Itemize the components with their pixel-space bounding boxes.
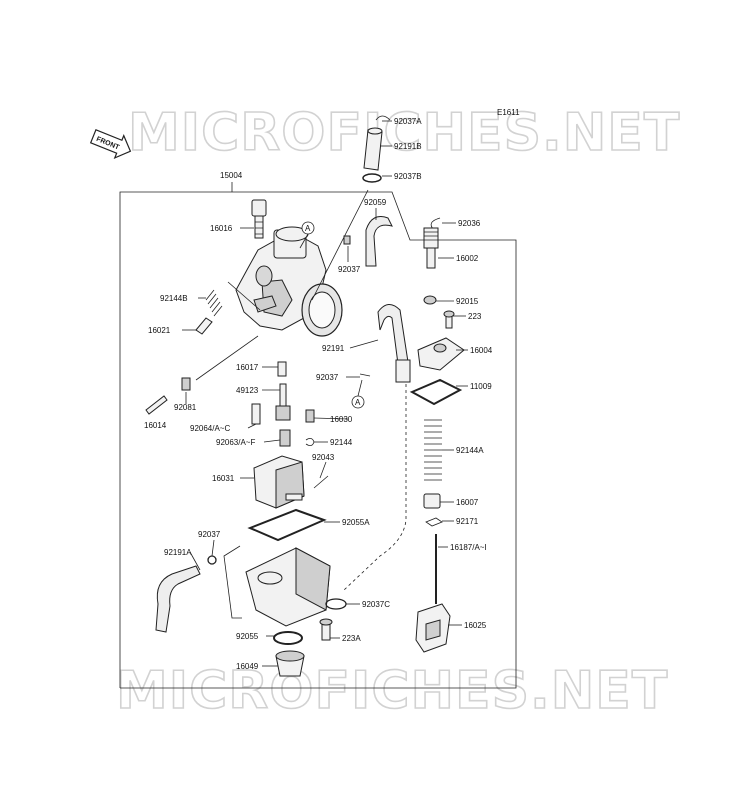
needle-jet-49123 (275, 383, 291, 421)
holder-16007 (423, 493, 441, 509)
label-92144a: 92144A (456, 446, 484, 455)
assembly-number: 15004 (220, 171, 243, 180)
label-92037-top: 92037 (338, 265, 361, 274)
gasket-92055a (247, 508, 327, 542)
hose-92059 (365, 216, 393, 267)
label-92015: 92015 (456, 297, 479, 306)
label-92191: 92191 (322, 344, 345, 353)
label-92055: 92055 (236, 632, 259, 641)
clip-92144 (305, 438, 315, 446)
label-16002: 16002 (456, 254, 479, 263)
spring-92144b (205, 289, 223, 317)
label-16025: 16025 (464, 621, 487, 630)
float-16031 (253, 455, 305, 509)
nut-92015 (423, 295, 437, 305)
pin-92043 (313, 475, 329, 489)
spring-92144a (424, 419, 442, 481)
jet-92063 (279, 429, 291, 447)
clip-92037b (362, 173, 382, 183)
label-92191a: 92191A (164, 548, 192, 557)
oring-92055 (273, 631, 303, 645)
hose-92191 (377, 304, 409, 365)
label-16049: 16049 (236, 662, 259, 671)
label-92144b: 92144B (160, 294, 188, 303)
label-92059: 92059 (364, 198, 387, 207)
watermark-top: MICROFICHES.NET (128, 103, 680, 163)
top-hose-92191b (363, 127, 383, 171)
label-92037-mid: 92037 (316, 373, 339, 382)
drain-plug-16049 (275, 650, 305, 677)
screw-16014 (145, 395, 168, 415)
hose-92191a (155, 565, 201, 633)
label-92055a: 92055A (342, 518, 370, 527)
needle-jet-16017 (277, 361, 287, 377)
idle-screw-16016 (251, 199, 267, 239)
gasket-11009 (409, 378, 463, 406)
clip-92037-mid (359, 373, 371, 377)
hose-fitting (395, 359, 411, 383)
label-92144: 92144 (330, 438, 353, 447)
clip-92037 (343, 235, 351, 245)
jet-92064 (251, 403, 261, 425)
front-arrow-icon: FRONT (89, 128, 132, 159)
label-16017: 16017 (236, 363, 259, 372)
assembly-bracket: 15004 (119, 171, 517, 689)
label-92043: 92043 (312, 453, 335, 462)
label-92037-left: 92037 (198, 530, 221, 539)
label-49123: 49123 (236, 386, 259, 395)
float-bowl (245, 547, 331, 627)
callout-a-upper-label: A (305, 224, 311, 233)
label-16014: 16014 (144, 421, 167, 430)
label-223: 223 (468, 312, 482, 321)
watermark-bottom: MICROFICHES.NET (116, 661, 668, 721)
clip-92037-left (207, 555, 217, 565)
throttle-valve-16025 (415, 603, 451, 653)
label-92063: 92063/A~F (216, 438, 255, 447)
jet-16030 (305, 409, 315, 423)
label-223a: 223A (342, 634, 361, 643)
label-16031: 16031 (212, 474, 235, 483)
label-16021: 16021 (148, 326, 171, 335)
screw-223a (319, 618, 333, 641)
label-92037a: 92037A (394, 117, 422, 126)
label-16187: 16187/A~I (450, 543, 487, 552)
label-92036: 92036 (458, 219, 481, 228)
carburetor-body (235, 226, 343, 337)
screw-16021 (195, 317, 213, 335)
clip-92171 (425, 517, 443, 527)
label-11009: 11009 (470, 382, 492, 391)
callout-a-lower-label: A (355, 398, 361, 407)
reference-code: E1611 (497, 108, 520, 117)
label-16016: 16016 (210, 224, 233, 233)
spring-92081 (181, 377, 191, 391)
label-92081: 92081 (174, 403, 197, 412)
label-92037b: 92037B (394, 172, 422, 181)
label-16004: 16004 (470, 346, 493, 355)
label-92171: 92171 (456, 517, 479, 526)
clip-92037a (375, 115, 391, 121)
label-92191b: 92191B (394, 142, 422, 151)
top-cap-16002 (423, 227, 439, 269)
label-16007: 16007 (456, 498, 479, 507)
label-92037c: 92037C (362, 600, 390, 609)
label-92064: 92064/A~C (190, 424, 230, 433)
clip-92037c (325, 598, 347, 610)
screw-223 (443, 310, 455, 329)
cover-16004 (417, 337, 465, 371)
label-16030: 16030 (330, 415, 353, 424)
